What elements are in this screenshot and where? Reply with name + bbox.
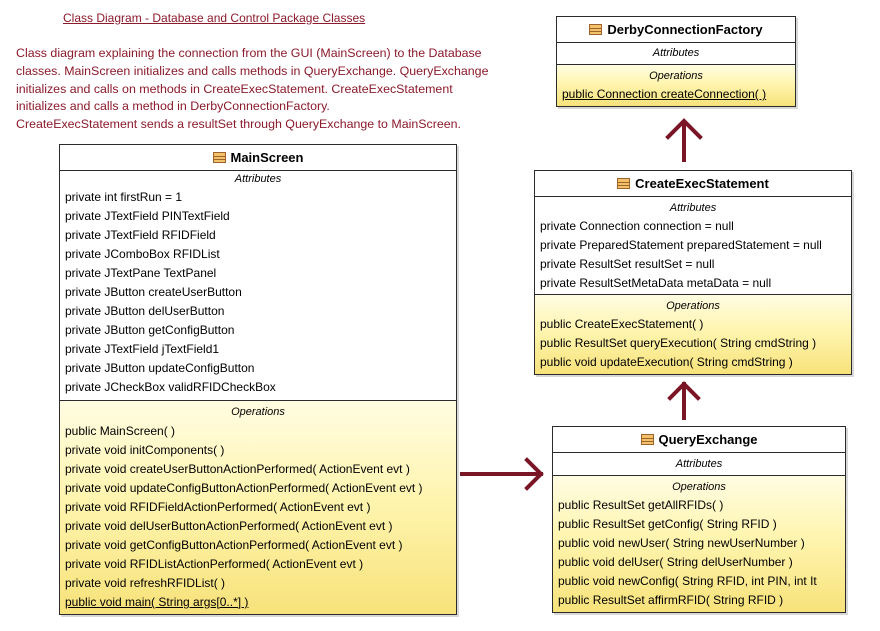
class-member: private PreparedStatement preparedStatem… [540,238,822,252]
description-line: CreateExecStatement sends a resultSet th… [16,117,461,132]
class-member: private Connection connection = null [540,219,734,233]
class-header: QueryExchange [553,427,845,453]
class-icon [617,178,631,189]
class-create-exec-statement: CreateExecStatement Attributes private C… [534,170,852,375]
class-query-exchange: QueryExchange Attributes Operations publ… [552,426,846,613]
class-member: private void updateConfigButtonActionPer… [65,481,423,495]
class-member: private JButton createUserButton [65,285,242,299]
class-header: MainScreen [60,145,456,171]
class-member: private JComboBox RFIDList [65,247,220,261]
class-member: public MainScreen( ) [65,424,176,438]
class-member: private int firstRun = 1 [65,190,183,204]
class-member: private JButton delUserButton [65,304,225,318]
attributes-section: Attributes private int firstRun = 1 priva… [60,171,456,400]
operations-label: Operations [666,300,720,312]
class-name: MainScreen [230,150,304,165]
class-member: public void updateExecution( String cmdS… [540,355,793,369]
class-member: public void newUser( String newUserNumbe… [558,536,805,550]
class-icon [640,434,654,445]
description-line: Class diagram explaining the connection … [16,46,482,60]
class-member: private void RFIDListActionPerformed( Ac… [65,557,364,571]
attributes-section: Attributes [553,453,845,475]
attributes-label: Attributes [652,47,700,59]
class-member: private ResultSet resultSet = null [540,257,715,271]
operations-section: Operations public ResultSet getAllRFIDs(… [553,475,845,612]
diagram-description: Class diagram explaining the connection … [16,45,541,134]
attributes-label: Attributes [675,458,723,470]
class-member: private JTextField PINTextField [65,209,230,223]
class-member: private void RFIDFieldActionPerformed( A… [65,500,371,514]
operations-label: Operations [672,481,726,493]
class-member: private JButton updateConfigButton [65,361,255,375]
class-name: CreateExecStatement [635,176,769,191]
arrow-main-to-query [460,457,544,491]
class-member: public void main( String args[0..*] ) [65,595,249,609]
description-line: classes. MainScreen initializes and call… [16,63,489,78]
attributes-section: Attributes private Connection connection… [535,197,851,294]
operations-label: Operations [231,406,285,418]
class-header: DerbyConnectionFactory [557,17,795,43]
class-member: private void refreshRFIDList( ) [65,576,226,590]
operations-section: Operations public Connection createConne… [557,64,795,106]
class-icon [589,24,603,35]
arrow-query-to-create [667,381,701,420]
description-line: initializes and calls on methods in Crea… [16,81,453,96]
class-member: public ResultSet affirmRFID( String RFID… [558,593,784,607]
class-member: public ResultSet getConfig( String RFID … [558,517,777,531]
class-member: private ResultSetMetaData metaData = nul… [540,276,772,290]
operations-section: Operations public MainScreen( ) private v… [60,400,456,614]
class-derby-connection-factory: DerbyConnectionFactory Attributes Operat… [556,16,796,107]
attributes-label: Attributes [669,202,717,214]
class-main-screen: MainScreen Attributes private int firstR… [59,144,457,615]
class-icon [212,152,226,163]
attributes-label: Attributes [234,173,282,185]
diagram-title: Class Diagram - Database and Control Pac… [63,11,366,25]
class-member: public Connection createConnection( ) [562,87,767,101]
class-member: private JTextField RFIDField [65,228,216,242]
class-member: private void delUserButtonActionPerforme… [65,519,393,533]
class-name: QueryExchange [658,432,758,447]
class-member: public CreateExecStatement( ) [540,317,704,331]
class-member: private void initComponents( ) [65,443,225,457]
operations-section: Operations public CreateExecStatement( )… [535,294,851,374]
class-member: public ResultSet queryExecution( String … [540,336,817,350]
class-member: private JTextPane TextPanel [65,266,217,280]
operations-label: Operations [649,70,703,82]
class-member: public void newConfig( String RFID, int … [558,574,817,588]
class-member: private JCheckBox validRFIDCheckBox [65,380,276,394]
class-member: public ResultSet getAllRFIDs( ) [558,498,724,512]
class-header: CreateExecStatement [535,171,851,197]
class-member: private void createUserButtonActionPerfo… [65,462,410,476]
class-member: public void delUser( String delUserNumbe… [558,555,793,569]
class-name: DerbyConnectionFactory [607,22,763,37]
description-line: initializes and calls a method in DerbyC… [16,99,330,114]
class-member: private JButton getConfigButton [65,323,235,337]
class-member: private void getConfigButtonActionPerfor… [65,538,403,552]
attributes-section: Attributes [557,43,795,64]
class-member: private JTextField jTextField1 [65,342,220,356]
arrow-create-to-derby [665,118,703,162]
